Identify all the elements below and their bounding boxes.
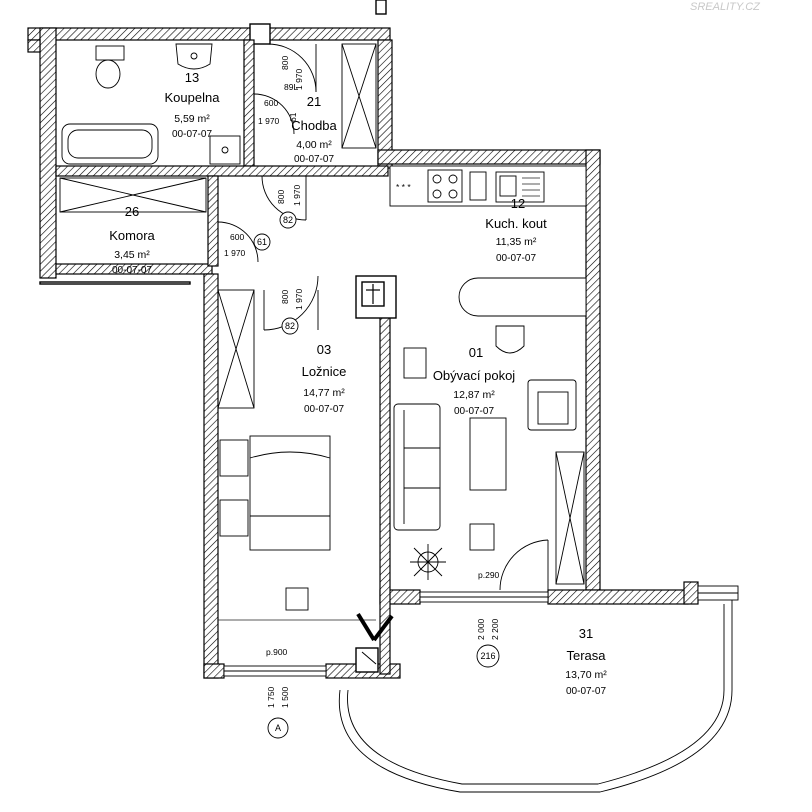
room-name: Terasa xyxy=(566,648,606,663)
door-swings xyxy=(217,43,549,642)
room-name: Komora xyxy=(109,228,155,243)
kitchen-sink xyxy=(495,171,545,203)
room-koupelna: 13 Koupelna 5,59 m² 00-07-07 xyxy=(165,70,221,140)
shower xyxy=(209,135,241,165)
room-number: 03 xyxy=(317,342,331,357)
bedroom-wardrobe xyxy=(217,289,255,409)
wall-right xyxy=(585,149,601,591)
wall-top xyxy=(27,27,391,41)
door-tag: 89L xyxy=(284,82,298,92)
door-width: 600 xyxy=(230,232,244,242)
room-name: Kuch. kout xyxy=(485,216,547,231)
terrace-sill: p.290 xyxy=(478,570,500,580)
window-width: 1 750 xyxy=(266,686,276,708)
door-labels: 800 1 970 89L 600 1 970 61 800 1 970 82 … xyxy=(224,56,304,335)
room-name: Chodba xyxy=(291,118,337,133)
room-area: 3,45 m² xyxy=(114,249,150,261)
room-komora: 26 Komora 3,45 m² 00-07-07 xyxy=(109,204,155,276)
nightstand-top xyxy=(219,439,249,477)
room-code: 00-07-07 xyxy=(112,265,152,276)
room-area: 4,00 m² xyxy=(296,139,332,151)
door-width: 800 xyxy=(280,290,290,304)
room-code: 00-07-07 xyxy=(304,404,344,415)
door-height: 1 970 xyxy=(258,116,280,126)
bed xyxy=(249,435,331,551)
sofa xyxy=(393,403,441,531)
pouf xyxy=(469,523,495,551)
bar-stool xyxy=(495,325,525,354)
storage-shelf xyxy=(59,177,207,213)
sink xyxy=(175,43,213,70)
room-name: Koupelna xyxy=(165,90,221,105)
wall-bedroom-left xyxy=(203,273,219,679)
armchair xyxy=(527,379,577,431)
door-width: 600 xyxy=(264,98,278,108)
door-height: 1 970 xyxy=(294,68,304,90)
room-number: 12 xyxy=(511,196,525,211)
door-width: 800 xyxy=(276,190,286,204)
window-tag: A xyxy=(275,723,281,733)
side-table xyxy=(403,347,427,379)
room-number: 01 xyxy=(469,345,483,360)
wall-left xyxy=(39,27,57,279)
room-area: 5,59 m² xyxy=(174,113,210,125)
room-area: 13,70 m² xyxy=(565,669,607,681)
stove-marks: * * * xyxy=(396,182,411,192)
coffee-table xyxy=(469,417,507,491)
hall-wardrobe xyxy=(341,43,377,149)
room-name: Obývací pokoj xyxy=(433,368,515,383)
walls xyxy=(27,0,739,679)
room-code: 00-07-07 xyxy=(454,406,494,417)
room-code: 00-07-07 xyxy=(172,129,212,140)
room-area: 14,77 m² xyxy=(303,387,345,399)
window-height: 1 500 xyxy=(280,686,290,708)
terrace-door-width: 2 000 xyxy=(476,618,486,640)
bedroom-stool xyxy=(285,587,309,611)
room-area: 11,35 m² xyxy=(496,236,537,248)
nightstand-bottom xyxy=(219,499,249,537)
room-number: 21 xyxy=(307,94,321,109)
terrace-door-tag: 216 xyxy=(480,651,495,661)
door-tag: 82 xyxy=(283,215,293,225)
room-chodba: 21 Chodba 4,00 m² 00-07-07 xyxy=(291,94,337,165)
fixtures: * * * xyxy=(59,43,587,621)
door-tag: 82 xyxy=(285,321,295,331)
tv-cabinet xyxy=(555,451,585,585)
breakfast-bar xyxy=(458,277,587,317)
room-loznice: 03 Ložnice 14,77 m² 00-07-07 xyxy=(302,342,347,415)
toilet xyxy=(95,59,121,89)
terrace-outline xyxy=(338,600,733,793)
kitchen-counter xyxy=(389,165,587,207)
stove xyxy=(427,169,463,203)
plant-icon xyxy=(410,544,446,580)
door-width: 800 xyxy=(280,56,290,70)
room-code: 00-07-07 xyxy=(566,686,606,697)
door-height: 1 970 xyxy=(224,248,246,258)
terrace-door-height: 2 200 xyxy=(490,618,500,640)
room-number: 13 xyxy=(185,70,199,85)
watermark-text: SREALITY.CZ xyxy=(690,1,761,13)
door-tag: 61 xyxy=(257,237,267,247)
room-obyvaci-pokoj: 01 Obývací pokoj 12,87 m² 00-07-07 xyxy=(433,345,515,417)
room-number: 26 xyxy=(125,204,139,219)
door-height: 1 970 xyxy=(292,184,302,206)
room-number: 31 xyxy=(579,626,593,641)
door-height: 1 970 xyxy=(294,288,304,310)
door-tag: 61 xyxy=(288,112,298,122)
room-area: 12,87 m² xyxy=(453,389,495,401)
opening-labels: p.290 2 000 2 200 216 p.900 1 750 1 500 … xyxy=(266,570,500,739)
room-kuch-kout: 12 Kuch. kout 11,35 m² 00-07-07 xyxy=(485,196,547,264)
bathtub xyxy=(61,123,159,165)
room-code: 00-07-07 xyxy=(496,253,536,264)
window-sill: p.900 xyxy=(266,647,288,657)
room-name: Ložnice xyxy=(302,364,347,379)
room-terasa: 31 Terasa 13,70 m² 00-07-07 xyxy=(565,626,607,697)
room-code: 00-07-07 xyxy=(294,154,334,165)
